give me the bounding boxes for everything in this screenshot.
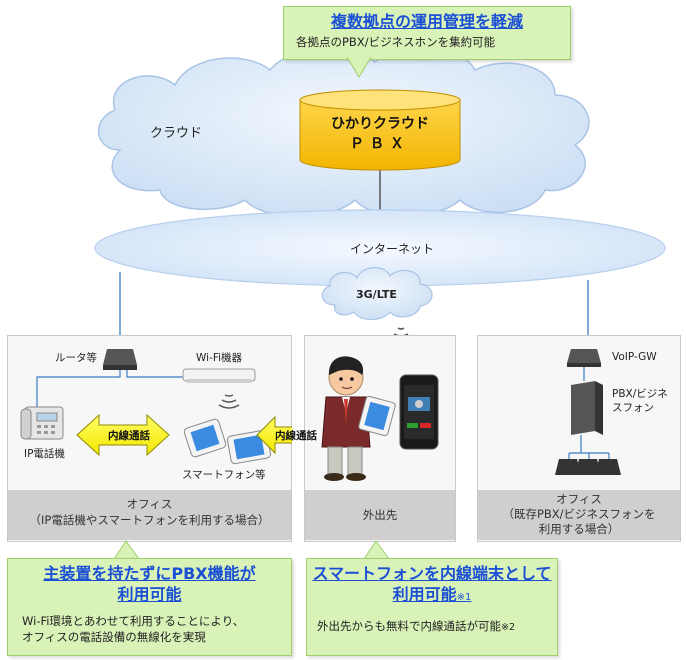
wifi-access-point-icon xyxy=(182,368,256,383)
office1-devices xyxy=(20,349,292,465)
mobile-network-cloud xyxy=(321,267,433,321)
smartphone-label: スマートフォン等 xyxy=(182,469,266,481)
pbx-cylinder xyxy=(299,89,461,171)
mobile-phone-icon xyxy=(399,374,439,450)
bottom-left-title-line1: 主装置を持たずにPBX機能が xyxy=(43,564,256,583)
extension-call-label-1: 内線通話 xyxy=(108,430,150,442)
voip-gateway-icon xyxy=(567,349,601,367)
top-callout-title: 複数拠点の運用管理を軽減 xyxy=(330,12,523,31)
router-label: ルータ等 xyxy=(55,352,97,364)
pbx-unit-icon xyxy=(571,381,603,435)
bottom-left-callout-title: 主装置を持たずにPBX機能が 利用可能 xyxy=(8,563,291,605)
office1-footer-line1: オフィス xyxy=(126,497,173,511)
bottom-left-title-line2: 利用可能 xyxy=(117,585,182,604)
office2-footer-line3: 利用する場合） xyxy=(538,522,620,536)
pbx-label-line2: ＰＢＸ xyxy=(350,136,410,152)
office2-footer-line1: オフィス xyxy=(556,492,602,506)
bottom-right-title-line1: スマートフォンを内線端末として xyxy=(312,564,552,583)
pbx-business-phone-label-line1: PBX/ビジネ xyxy=(612,388,668,400)
top-callout: 複数拠点の運用管理を軽減 各拠点のPBX/ビジネスホンを集約可能 xyxy=(283,6,571,60)
business-phone-icon xyxy=(555,459,621,475)
wifi-device-label: Wi-Fi機器 xyxy=(196,352,243,364)
smartphone-icon xyxy=(183,418,271,465)
office1-footer-line2: （IP電話機やスマートフォンを利用する場合） xyxy=(29,513,270,527)
extension-call-arrow-right xyxy=(256,415,292,455)
bottom-right-body-note: ※2 xyxy=(501,622,516,633)
office2-footer-line2: （既存PBX/ビジネスフォンを xyxy=(502,507,656,521)
pbx-business-phone-label-line2: スフォン xyxy=(612,402,654,414)
pbx-business-phone-label: PBX/ビジネ スフォン xyxy=(612,387,668,415)
bottom-left-callout-pointer xyxy=(113,540,140,560)
bottom-left-body-line1: Wi-Fi環境とあわせて利用することにより、 xyxy=(22,614,245,628)
bottom-left-body-line2: オフィスの電話設備の無線化を実現 xyxy=(22,630,206,644)
bottom-right-title-note: ※1 xyxy=(456,592,472,603)
office2-footer: オフィス （既存PBX/ビジネスフォンを 利用する場合） xyxy=(478,490,680,540)
mobile-network-label: 3G/LTE xyxy=(356,288,397,301)
bottom-right-body-text: 外出先からも無料で内線通話が可能 xyxy=(317,619,501,633)
outside-footer: 外出先 xyxy=(305,490,455,540)
router-icon xyxy=(103,349,137,370)
cloud-label: クラウド xyxy=(150,126,203,141)
office1-footer: オフィス （IP電話機やスマートフォンを利用する場合） xyxy=(8,490,291,540)
ip-phone-label: IP電話機 xyxy=(24,448,65,460)
bottom-right-title-line2: 利用可能 xyxy=(392,585,457,604)
extension-call-arrow-left xyxy=(76,413,170,457)
internet-label: インターネット xyxy=(350,242,435,256)
bottom-right-callout-pointer xyxy=(363,540,390,560)
bottom-right-callout-title: スマートフォンを内線端末として 利用可能※1 xyxy=(307,563,557,608)
wifi-signal-icon xyxy=(218,394,240,409)
bottom-right-callout: スマートフォンを内線端末として 利用可能※1 外出先からも無料で内線通話が可能※… xyxy=(306,558,558,656)
bottom-right-callout-body: 外出先からも無料で内線通話が可能※2 xyxy=(317,618,557,636)
pbx-label: ひかりクラウド ＰＢＸ xyxy=(300,114,460,154)
bottom-left-callout: 主装置を持たずにPBX機能が 利用可能 Wi-Fi環境とあわせて利用することによ… xyxy=(7,558,292,656)
business-person-icon xyxy=(321,356,396,481)
voip-gw-label: VoIP-GW xyxy=(612,351,657,363)
office2-devices xyxy=(555,349,621,475)
pbx-label-line1: ひかりクラウド xyxy=(331,116,429,132)
ip-phone-icon xyxy=(20,406,64,440)
extension-call-label-2: 内線通話 xyxy=(275,430,317,442)
top-callout-body: 各拠点のPBX/ビジネスホンを集約可能 xyxy=(296,35,496,49)
top-callout-pointer xyxy=(346,57,372,78)
outside-devices xyxy=(321,356,439,481)
bottom-left-callout-body: Wi-Fi環境とあわせて利用することにより、 オフィスの電話設備の無線化を実現 xyxy=(22,613,291,645)
